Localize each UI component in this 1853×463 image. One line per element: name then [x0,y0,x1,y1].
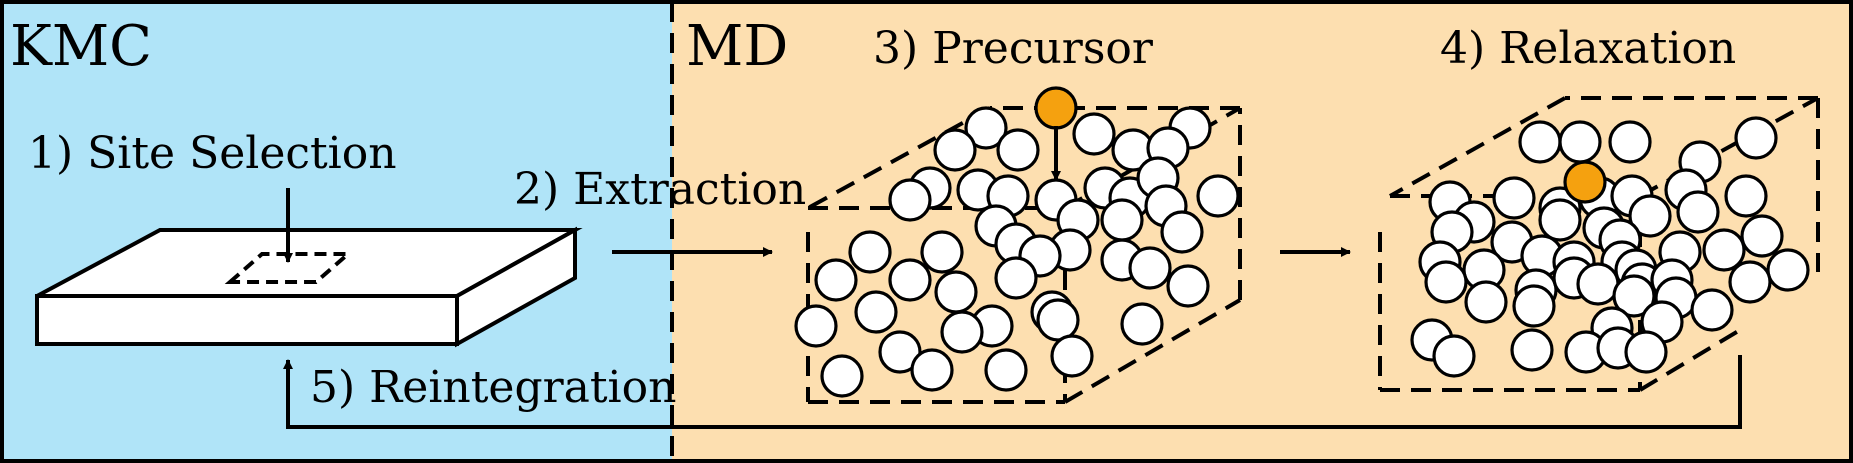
md-atom [1734,116,1778,160]
md-atom [1702,228,1746,272]
md-atom [1196,174,1240,218]
md-atom [820,354,864,398]
selected-site [224,252,354,284]
md-atom [1690,288,1734,332]
md-atom [1518,120,1562,164]
md-atom [1538,198,1582,242]
md-atom [1512,284,1556,328]
step-extraction-label: 2) Extraction [514,164,806,215]
md-atom [1576,262,1620,306]
md-atom [1628,194,1672,238]
step-relaxation-label: 4) Relaxation [1440,23,1736,74]
md-atom [996,128,1040,172]
md-atom [1050,334,1094,378]
md-atom [814,258,858,302]
md-atom [1740,214,1784,258]
md-atom [888,258,932,302]
md-atom [1624,330,1668,374]
md-atom [994,256,1038,300]
md-atom [1728,260,1772,304]
md-atom [1128,246,1172,290]
md-atom [1424,260,1468,304]
md-atom [1766,248,1810,292]
step-site-selection-label: 1) Site Selection [28,128,397,179]
md-atom [888,178,932,222]
md-atom [933,128,977,172]
md-atom [1724,174,1768,218]
md-atom [964,106,1008,150]
md-atom [1036,298,1080,342]
md-atoms-relaxation [1410,116,1810,378]
precursor-atom [1034,86,1078,130]
md-atom [1676,190,1720,234]
md-atom [848,230,892,274]
md-atom [1432,334,1476,378]
md-atom [1464,280,1508,324]
md-atom [984,348,1028,392]
md-atom [878,330,922,374]
md-atom [1160,210,1204,254]
md-atom [1492,176,1536,220]
md-atom [1166,264,1210,308]
md-atom [1608,120,1652,164]
md-atoms-precursor [794,86,1240,398]
kmc-label: KMC [10,14,152,79]
kmc-slab [35,226,583,348]
md-atom [920,230,964,274]
md-atom [854,290,898,334]
relaxed-precursor-atom [1563,160,1607,204]
step-reintegration-label: 5) Reintegration [310,362,676,413]
step-precursor-label: 3) Precursor [873,23,1154,74]
md-atom [1072,112,1116,156]
reintegration-arrow [283,355,1742,429]
md-atom [794,304,838,348]
md-atom [940,310,984,354]
md-atom [1612,274,1656,318]
md-atom [934,270,978,314]
md-atom [1100,198,1144,242]
md-atom [1510,328,1554,372]
md-atom [1120,302,1164,346]
md-atom [1558,120,1602,164]
md-label: MD [686,14,788,79]
md-atom [910,348,954,392]
